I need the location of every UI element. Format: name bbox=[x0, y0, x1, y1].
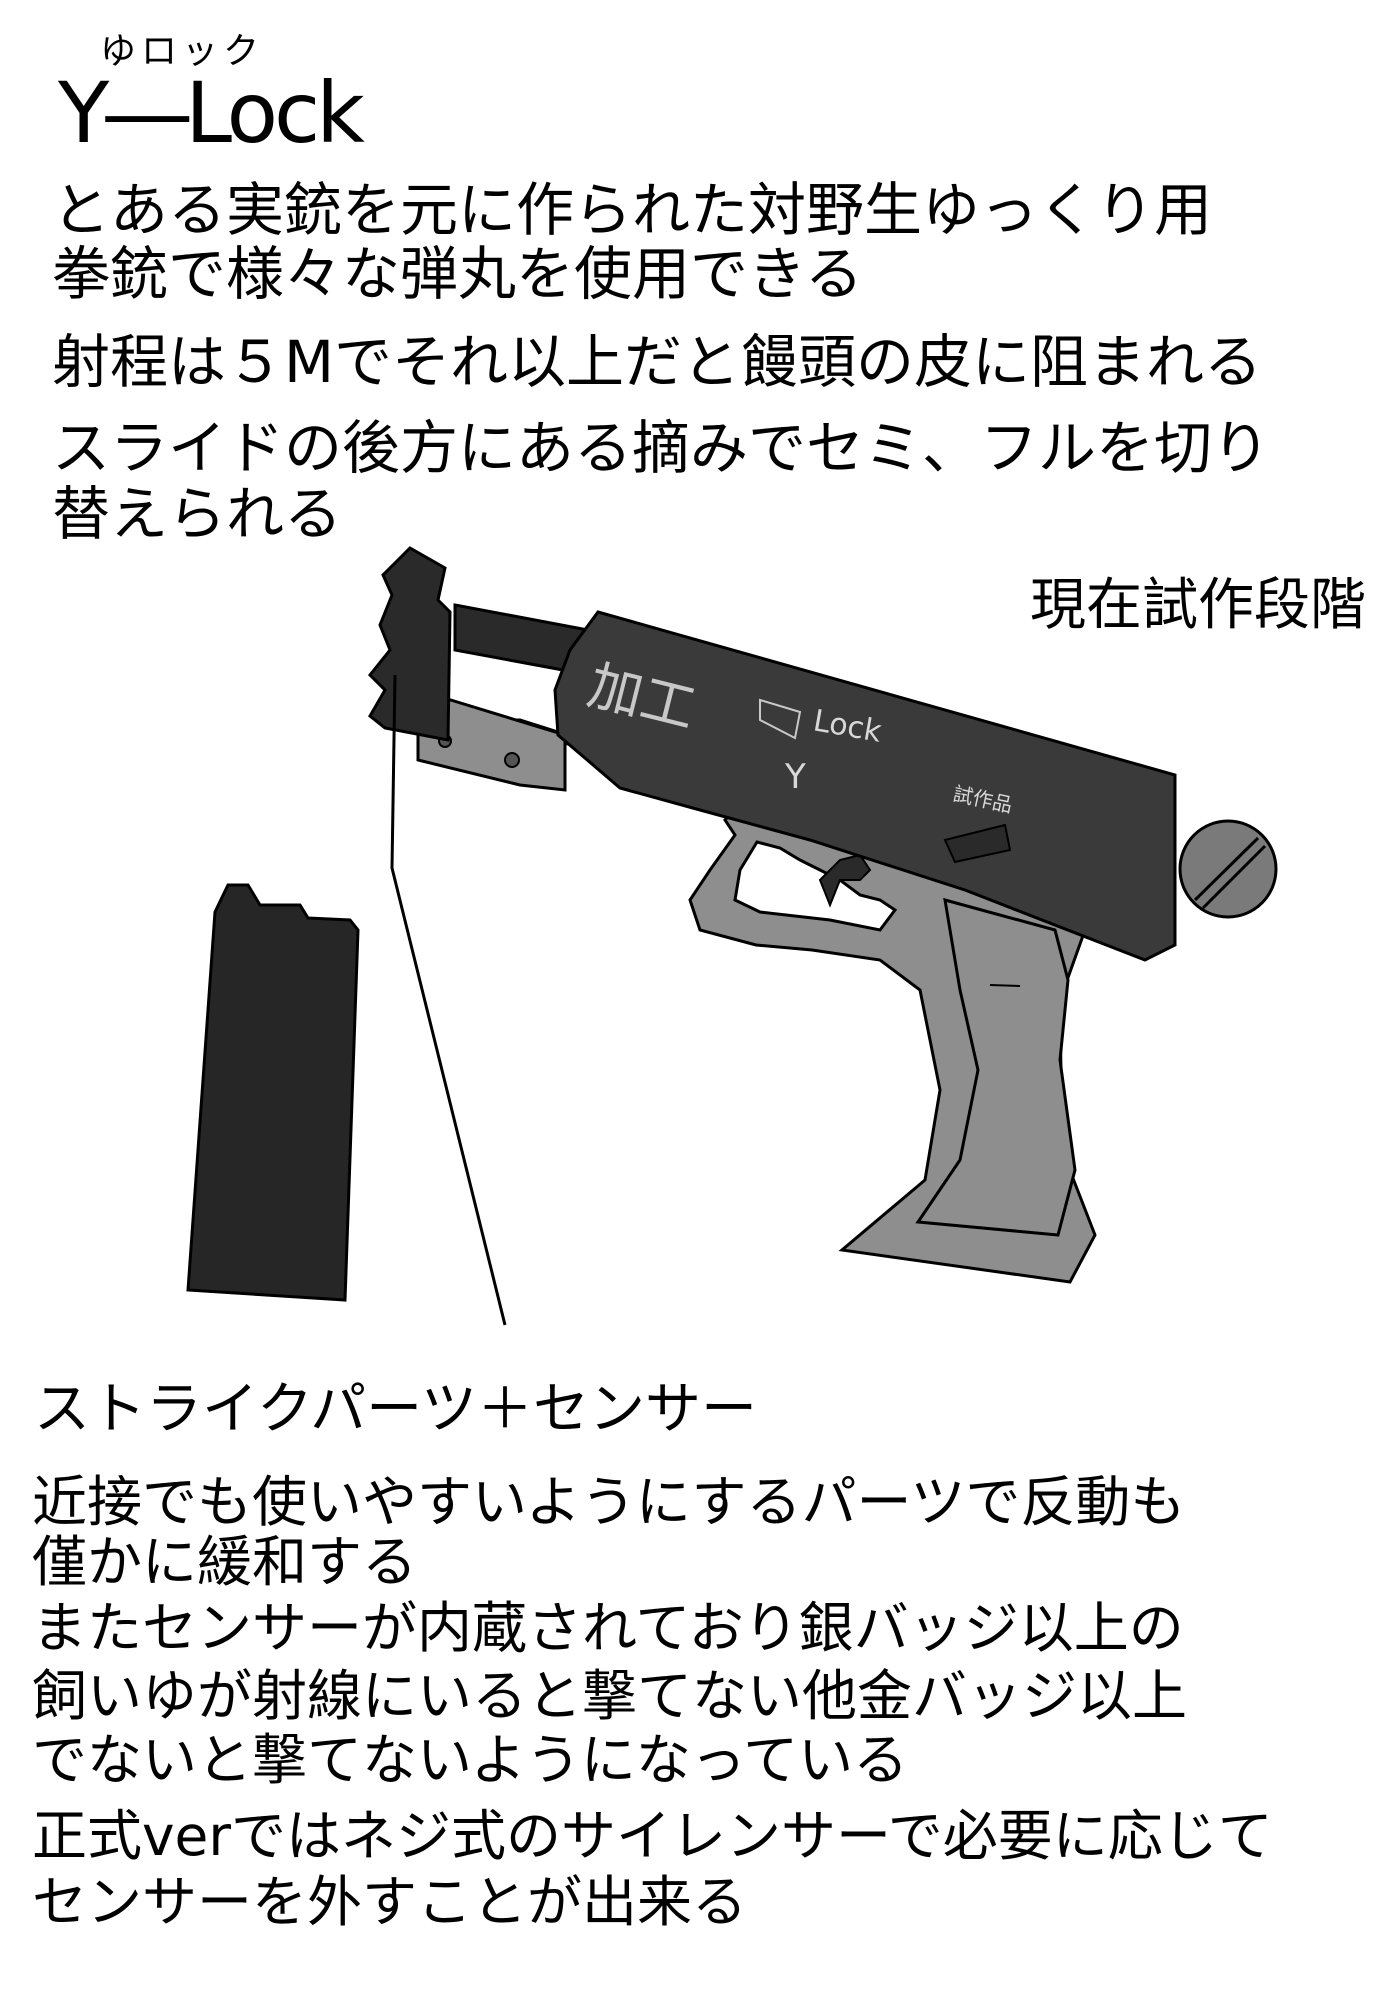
detail-line: 近接でも使いやすいようにするパーツで反動も bbox=[32, 1470, 1186, 1534]
rear-sight bbox=[943, 823, 1012, 864]
trigger bbox=[818, 853, 872, 908]
callout-label: ストライクパーツ＋センサー bbox=[34, 1377, 757, 1442]
pistol-slide bbox=[553, 610, 1177, 962]
description-line: 替えられる bbox=[52, 480, 343, 548]
detail-line: またセンサーが内蔵されており銀バッジ以上の bbox=[32, 1596, 1184, 1660]
slide-logo-letter: Y bbox=[784, 757, 806, 797]
page-title: Y―Lock bbox=[58, 64, 365, 162]
description-line: 射程は５Mでそれ以上だと饅頭の皮に阻まれる bbox=[52, 328, 1263, 396]
status-label: 現在試作段階 bbox=[1030, 573, 1366, 638]
detail-line: でないと撃てないようになっている bbox=[32, 1728, 909, 1792]
strike-part bbox=[367, 546, 452, 742]
detail-line: センサーを外すことが出来る bbox=[32, 1870, 748, 1934]
trigger-guard-hole bbox=[733, 840, 898, 932]
title-ruby: ゆロック bbox=[100, 31, 265, 72]
callout-leader bbox=[390, 674, 507, 1326]
detail-line: 飼いゆが射線にいると撃てない他金バッジ以上 bbox=[32, 1664, 1188, 1728]
detail-line: 正式verではネジ式のサイレンサーで必要に応じて bbox=[32, 1804, 1273, 1868]
description-line: スライドの後方にある摘みでセミ、フルを切り bbox=[52, 414, 1271, 482]
rear-block bbox=[416, 687, 567, 792]
description-line: とある実銃を元に作られた対野生ゆっくり用 bbox=[52, 176, 1213, 244]
grip-panel bbox=[915, 897, 1077, 1237]
description-line: 拳銃で様々な弾丸を使用できる bbox=[52, 240, 863, 308]
detail-line: 僅かに緩和する bbox=[32, 1530, 418, 1594]
magazine bbox=[186, 883, 360, 1302]
grip-line bbox=[989, 984, 1021, 987]
